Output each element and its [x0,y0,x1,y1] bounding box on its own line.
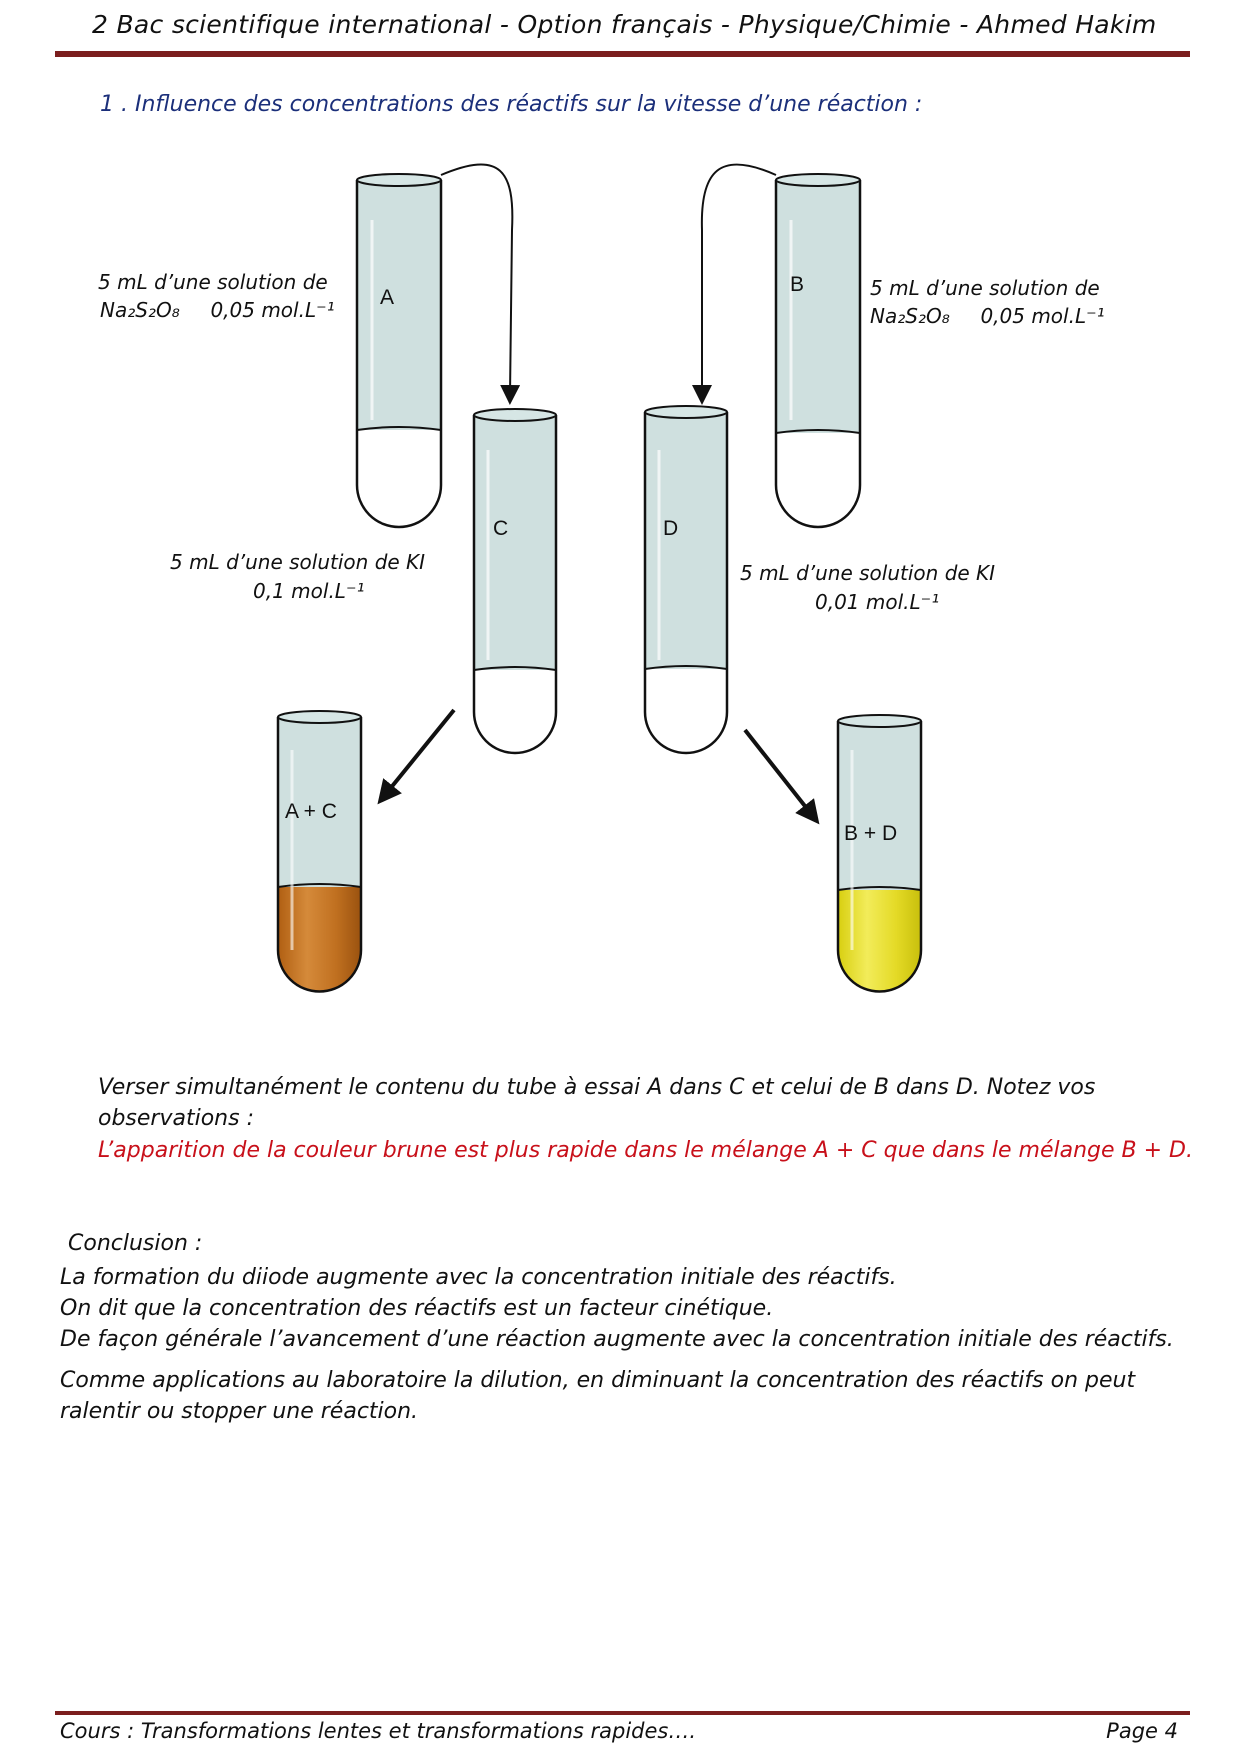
tube-c-letter: C [493,517,509,540]
label-c-conc: 0,1 mol.L⁻¹ [253,579,365,603]
tube-bd-letter: B + D [844,822,898,845]
conclusion-line-2: On dit que la concentration des réactifs… [60,1296,774,1321]
mix-arrow-to-bd [743,728,820,825]
label-b-formula: Na₂S₂O₈ 0,05 mol.L⁻¹ [870,304,1105,328]
section-title: 1 . Influence des concentrations des réa… [100,92,923,117]
footer-course-title: Cours : Transformations lentes et transf… [60,1719,697,1743]
header-rule [55,51,1190,57]
observation-text: L’apparition de la couleur brune est plu… [98,1138,1193,1163]
page-header-title: 2 Bac scientifique international - Optio… [92,10,1157,39]
label-b-line1: 5 mL d’une solution de [870,276,1100,300]
tube-a-plus-c [276,710,363,993]
tube-d [643,405,729,755]
conclusion-title: Conclusion : [68,1231,203,1256]
tube-b-letter: B [790,273,805,296]
tube-b [774,173,862,529]
pour-arrow-b-to-d [692,163,777,405]
label-d-line1: 5 mL d’une solution de KI [740,561,996,585]
pour-arrow-a-to-c [440,163,521,405]
conclusion-line-3: De façon générale l’avancement d’une réa… [60,1327,1174,1352]
label-a-formula: Na₂S₂O₈ 0,05 mol.L⁻¹ [100,298,335,322]
tube-ac-letter: A + C [285,800,337,823]
footer-page-number: Page 4 [1106,1719,1178,1743]
conclusion-body: La formation du diiode augmente avec la … [60,1262,1190,1427]
mix-arrow-to-ac [377,708,456,805]
label-b-conc: 0,05 mol.L⁻¹ [980,304,1105,328]
conclusion-line-1: La formation du diiode augmente avec la … [60,1265,897,1290]
test-tube-figure [276,163,923,993]
label-a-conc: 0,05 mol.L⁻¹ [210,298,335,322]
conclusion-line-4: Comme applications au laboratoire la dil… [60,1368,1136,1424]
label-a-line1: 5 mL d’une solution de [98,270,328,294]
tube-a-letter: A [380,286,395,309]
label-d-conc: 0,01 mol.L⁻¹ [815,590,940,614]
label-b-formula-text: Na₂S₂O₈ [870,304,950,328]
footer-rule [55,1711,1190,1715]
tube-a [355,173,443,529]
tube-d-letter: D [663,517,679,540]
label-c-line1: 5 mL d’une solution de KI [170,550,426,574]
tube-b-plus-d [836,714,923,993]
instruction-text: Verser simultanément le contenu du tube … [98,1075,1096,1131]
label-a-formula-text: Na₂S₂O₈ [100,298,180,322]
tube-c [472,408,558,755]
